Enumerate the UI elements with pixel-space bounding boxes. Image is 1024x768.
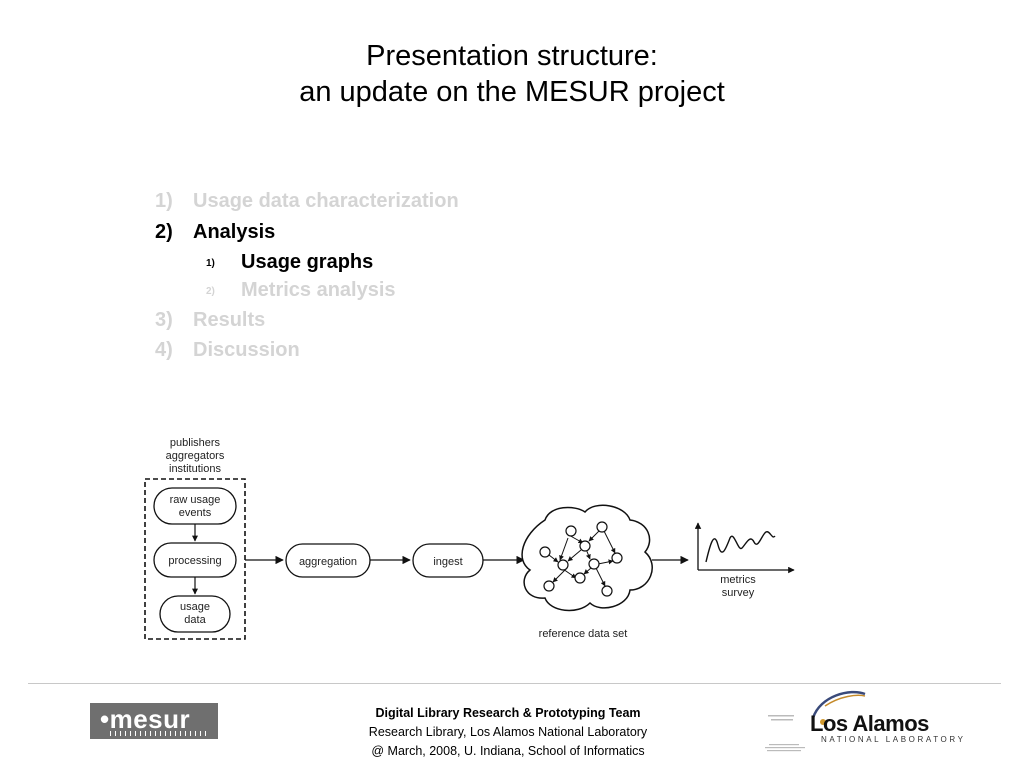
mesur-logo: •mesur [90,703,218,739]
raw-usage-label-1: raw usage [170,494,221,506]
graph-edge [567,549,582,562]
lanl-subtitle: NATIONAL LABORATORY [821,735,966,744]
graph-edge [583,567,592,575]
sources-label-institutions: institutions [169,463,221,475]
outline-number: 4) [155,339,173,361]
outline-number: 1) [206,258,215,269]
pipeline-diagram: publishers aggregators institutions raw … [144,437,795,640]
metrics-label-1: metrics [720,574,756,586]
graph-edge [588,529,601,542]
footer-credits: Digital Library Research & Prototyping T… [300,704,716,761]
graph-edge [548,554,559,563]
graph-node [611,552,623,564]
footer-org: Research Library, Los Alamos National La… [368,725,648,739]
graph-node [588,558,600,570]
graph-node [565,525,577,537]
metrics-curve [705,531,776,563]
footer-divider [28,683,1001,684]
graph-node [543,580,555,592]
sources-label-publishers: publishers [170,437,221,449]
reference-cloud [521,504,653,612]
graph-edge [552,569,566,583]
lanl-small-print [765,715,805,752]
graph-node [596,521,608,533]
slide-title: Presentation structure: an update on the… [0,38,1024,110]
usage-data-label-1: usage [180,601,210,613]
outline-label: Usage data characterization [193,190,459,212]
graph-node [557,559,569,571]
reference-label: reference data set [539,628,628,640]
title-line-1: Presentation structure: [366,40,658,72]
lanl-dot-icon [820,719,826,725]
graph-edge [603,530,616,554]
mesur-logo-ruler [110,731,210,736]
graph-edge [595,567,606,587]
graph-edge [562,568,577,579]
lanl-logo-graphic [765,690,866,752]
sources-label-aggregators: aggregators [166,450,225,462]
graph-node [579,540,591,552]
ingest-label: ingest [433,556,462,568]
processing-label: processing [168,555,221,567]
title-line-2: an update on the MESUR project [299,76,725,108]
metrics-label-2: survey [722,587,755,599]
outline-number: 2) [206,286,215,297]
outline-label: Metrics analysis [241,279,396,301]
graph-node [539,546,551,558]
graph-node [601,585,613,597]
outline-label: Results [193,309,266,331]
outline-label: Analysis [193,221,276,243]
outline-number: 1) [155,190,173,212]
usage-data-node [159,595,231,633]
footer-team: Digital Library Research & Prototyping T… [375,706,641,720]
graph-edge [597,559,614,565]
usage-data-label-2: data [184,614,206,626]
raw-usage-label-2: events [179,507,212,519]
lanl-name: Los Alamos [810,711,929,736]
outline-number: 2) [155,221,173,243]
lanl-orbit-arc [811,690,866,719]
graph-node [574,572,586,584]
outline-number: 3) [155,309,173,331]
graph-edge [559,537,569,561]
aggregation-label: aggregation [299,556,357,568]
outline-label: Usage graphs [241,251,374,273]
source-container [144,478,246,640]
footer-event: @ March, 2008, U. Indiana, School of Inf… [371,744,645,758]
outline-label: Discussion [193,339,300,361]
lanl-orbit-accent [824,694,866,707]
lanl-logo: Los Alamos NATIONAL LABORATORY [765,684,965,764]
mesur-logo-text: •mesur [100,704,191,734]
